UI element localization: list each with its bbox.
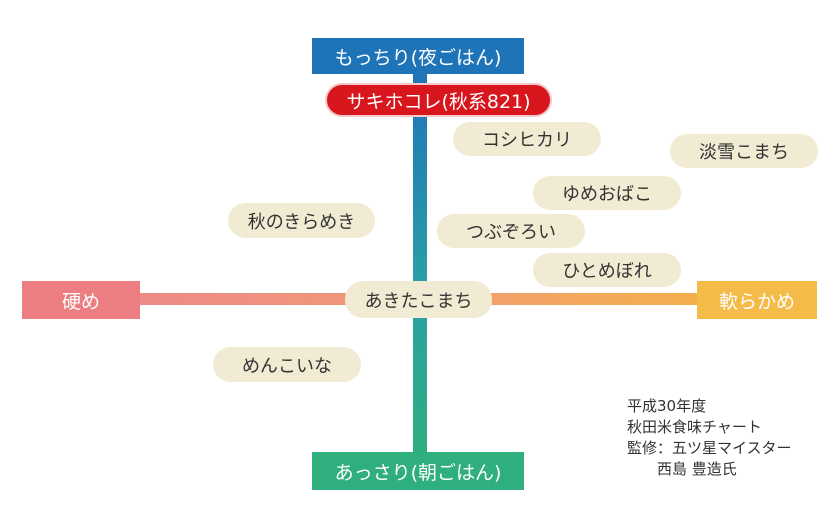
vertical-axis-line xyxy=(413,70,427,460)
variety-pill: 秋のきらめき xyxy=(228,203,375,238)
axis-top-label: もっちり(夜ごはん) xyxy=(312,38,524,74)
variety-pill: ひとめぼれ xyxy=(533,253,681,287)
variety-pill: つぶぞろい xyxy=(437,214,585,248)
chart-notes: 平成30年度 秋田米食味チャート 監修：五ツ星マイスター 西島 豊造氏 xyxy=(627,396,792,480)
center-variety: あきたこまち xyxy=(345,281,492,318)
note-line: 西島 豊造氏 xyxy=(627,460,737,478)
variety-pill: 淡雪こまち xyxy=(670,134,818,168)
note-line: 平成30年度 xyxy=(627,397,707,415)
axis-bottom-label: あっさり(朝ごはん) xyxy=(312,452,524,490)
axis-right-label: 軟らかめ xyxy=(697,281,817,319)
variety-pill: コシヒカリ xyxy=(453,122,601,156)
note-line: 監修：五ツ星マイスター xyxy=(627,439,792,457)
axis-left-label: 硬め xyxy=(22,281,140,319)
variety-pill: めんこいな xyxy=(213,347,361,382)
highlight-variety: サキホコレ(秋系821) xyxy=(325,83,552,117)
variety-pill: ゆめおばこ xyxy=(533,176,681,210)
note-line: 秋田米食味チャート xyxy=(627,418,762,436)
